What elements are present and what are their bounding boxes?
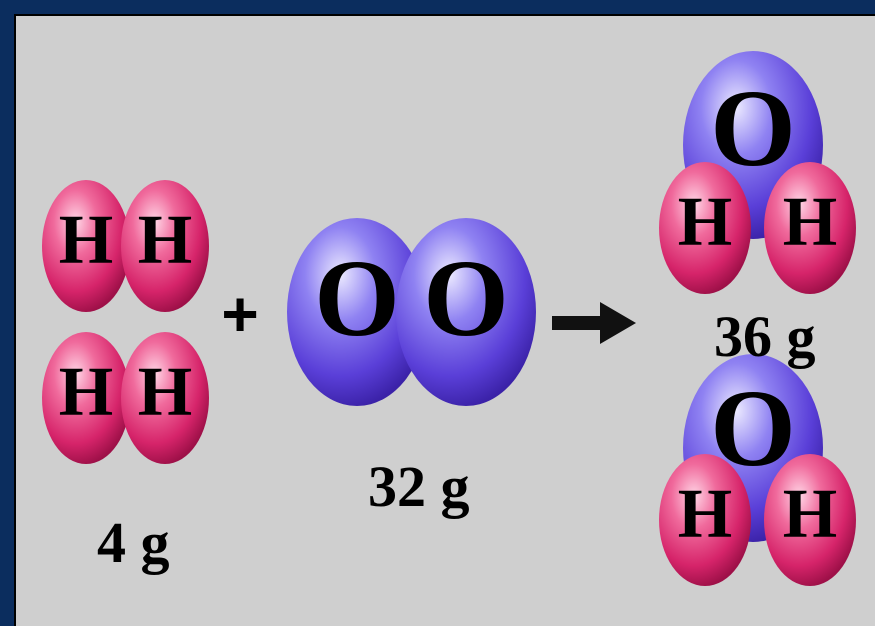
atom-label: O	[710, 67, 796, 189]
atom-label: H	[678, 476, 732, 553]
hydrogen-atom	[121, 180, 209, 312]
h2o-molecule-bottom: O H H	[659, 354, 856, 586]
atom-label: H	[59, 354, 113, 431]
atom-label: H	[138, 354, 192, 431]
atom-label: O	[710, 367, 796, 489]
mass-label-oxygen: 32 g	[368, 454, 470, 519]
atom-label: H	[783, 184, 837, 261]
oxygen-atom	[396, 218, 536, 406]
o2-molecule: O O	[287, 218, 536, 406]
atom-label: O	[314, 237, 400, 359]
hydrogen-atom	[659, 162, 751, 294]
h2-molecule-top: H H	[42, 180, 209, 312]
mass-label-hydrogen: 4 g	[97, 510, 170, 575]
atom-label: H	[138, 202, 192, 279]
hydrogen-atom	[659, 454, 751, 586]
hydrogen-atom	[42, 180, 130, 312]
mass-label-water: 36 g	[714, 304, 816, 369]
atom-label: H	[678, 184, 732, 261]
atom-label: H	[783, 476, 837, 553]
atom-label: H	[59, 202, 113, 279]
oxygen-atom	[287, 218, 427, 406]
hydrogen-atom	[42, 332, 130, 464]
hydrogen-atom	[764, 162, 856, 294]
h2-molecule-bottom: H H	[42, 332, 209, 464]
hydrogen-atom	[764, 454, 856, 586]
atom-label: O	[423, 237, 509, 359]
reaction-arrow	[552, 302, 636, 344]
hydrogen-atom	[121, 332, 209, 464]
plus-sign: +	[221, 278, 258, 350]
h2o-molecule-top: O H H	[659, 51, 856, 294]
